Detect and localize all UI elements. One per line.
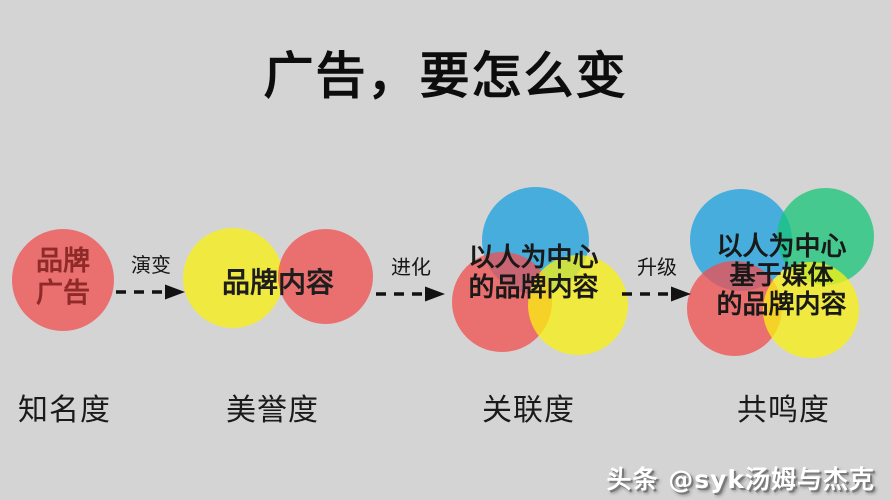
stage3-label-line1: 以人为中心 <box>468 243 599 273</box>
metric-reputation: 美誉度 <box>226 393 319 428</box>
dashed-arrow-icon <box>622 286 691 302</box>
stage4-label: 以人为中心 基于媒体 的品牌内容 <box>699 233 864 320</box>
arrow-3-label: 升级 <box>637 255 677 279</box>
arrow-1: 演变 <box>115 249 187 301</box>
stage1-label: 品牌 广告 <box>12 246 114 310</box>
stage2-yellow-circle <box>183 228 283 328</box>
stage4-label-line1: 以人为中心 <box>716 232 847 262</box>
stage2-label-line1: 品牌内容 <box>221 266 334 299</box>
dashed-arrow-icon <box>116 284 185 300</box>
stage4-yellow-circle <box>763 262 859 358</box>
stage1-red-circle <box>12 229 114 331</box>
stage2-red-circle <box>278 229 373 324</box>
metric-resonance: 共鸣度 <box>737 393 830 428</box>
dashed-arrow-icon <box>376 286 445 302</box>
stage3-yellow-circle <box>528 255 628 355</box>
stage4-label-line2: 基于媒体 <box>729 261 834 291</box>
stage1-label-line2: 广告 <box>36 278 90 309</box>
arrow-2-label: 进化 <box>391 255 431 279</box>
arrow-1-label: 演变 <box>131 253 171 277</box>
stage3-label: 以人为中心 的品牌内容 <box>451 243 616 303</box>
stage3-label-line2: 的品牌内容 <box>468 273 599 303</box>
watermark: 头条 @syk汤姆与杰克 <box>606 465 875 494</box>
arrow-3: 升级 <box>621 251 693 303</box>
stage4-label-line3: 的品牌内容 <box>716 290 847 320</box>
stage2-label: 品牌内容 <box>200 261 356 301</box>
stage1-label-line1: 品牌 <box>36 246 90 277</box>
arrow-2: 进化 <box>375 251 447 303</box>
page-title: 广告，要怎么变 <box>263 47 628 105</box>
metric-awareness: 知名度 <box>18 393 111 428</box>
metric-relevance: 关联度 <box>482 393 575 428</box>
